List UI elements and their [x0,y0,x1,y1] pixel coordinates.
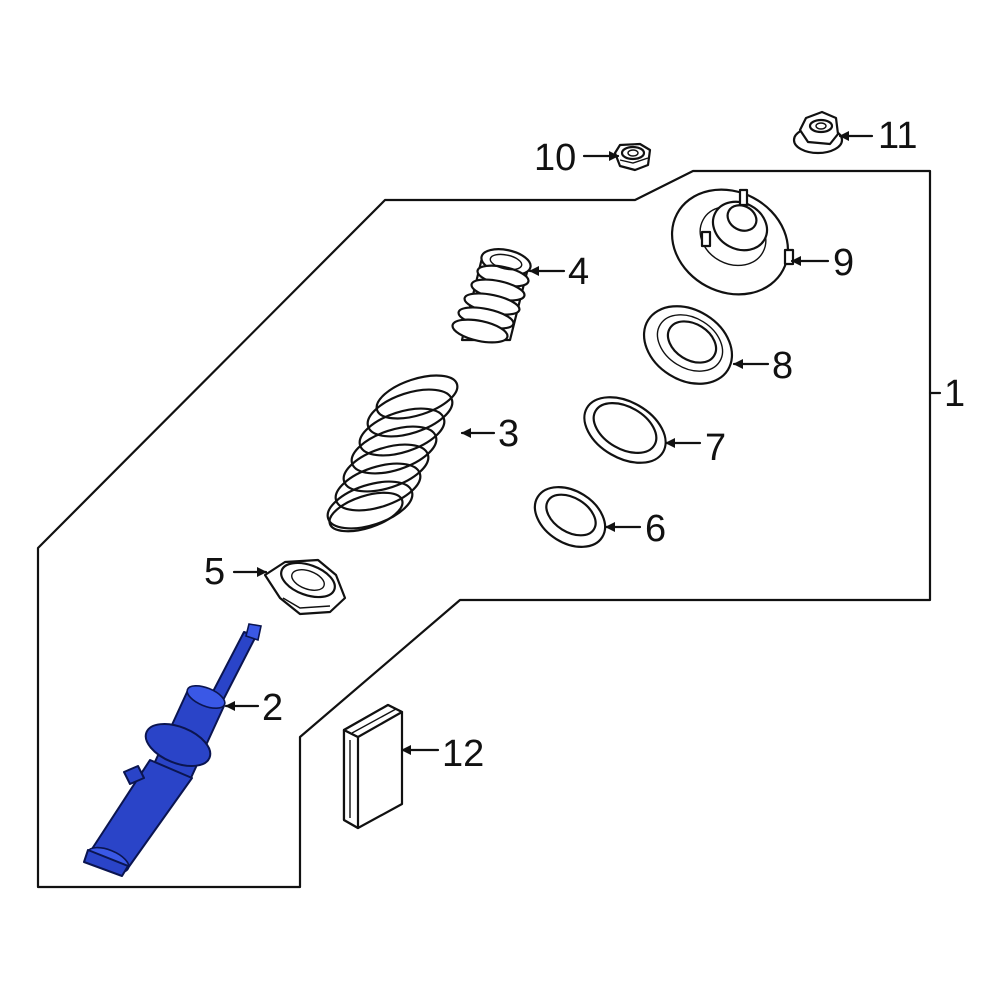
flange-nut-part-11[interactable] [792,110,844,155]
assembly-outline [36,169,932,889]
callout-3: 3 [498,413,519,455]
strut-mount-part-9[interactable] [654,170,807,315]
callout-9: 9 [833,242,854,284]
lower-insulator-part-6[interactable] [524,475,616,559]
spring-seat-part-8[interactable] [630,290,747,399]
callout-1: 1 [944,373,965,415]
callout-8: 8 [772,345,793,387]
callout-11: 11 [878,115,917,157]
callout-12: 12 [442,733,484,775]
callout-2: 2 [262,687,283,729]
strut-part-2[interactable] [83,623,262,878]
lower-seat-part-5[interactable] [263,556,347,616]
kit-box-part-12[interactable] [342,703,404,830]
callout-5: 5 [204,551,225,593]
callout-10: 10 [534,137,576,179]
nut-part-10[interactable] [613,142,652,172]
callout-6: 6 [645,508,666,550]
coil-spring-part-3[interactable] [322,367,463,539]
dust-boot-part-4[interactable] [451,245,533,347]
callout-4: 4 [568,251,589,293]
callout-7: 7 [705,427,726,469]
insulator-part-7[interactable] [573,384,677,476]
